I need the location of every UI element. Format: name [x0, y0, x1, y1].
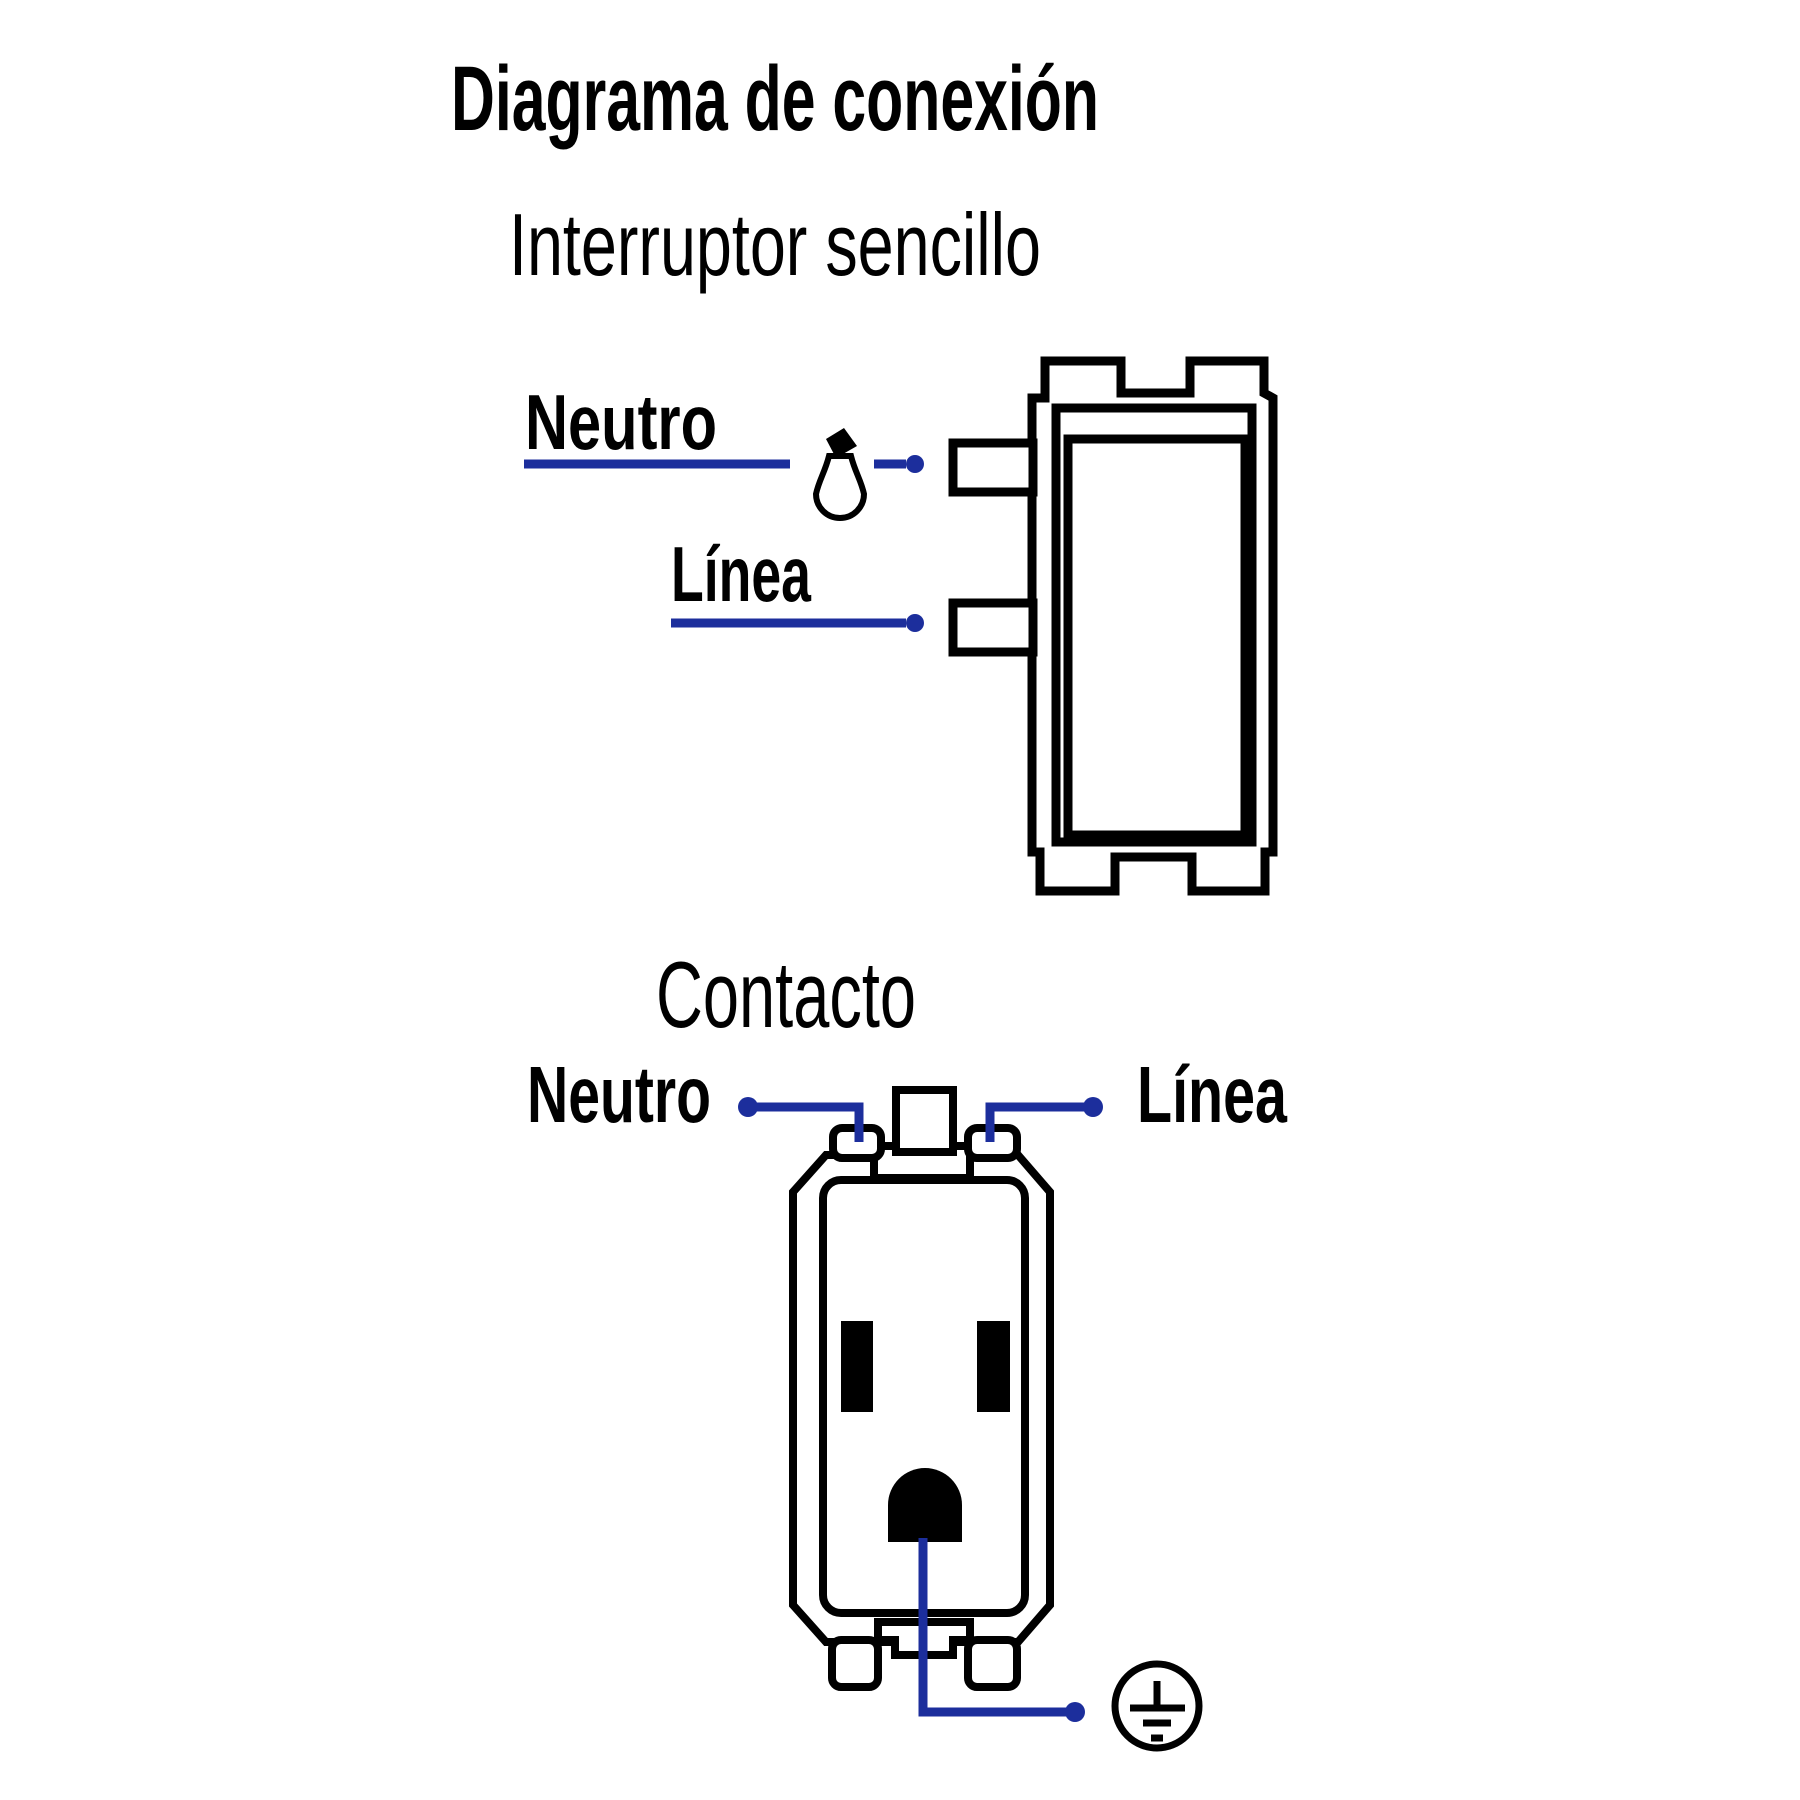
- outlet-line-label: Línea: [1137, 1050, 1287, 1139]
- switch-rocker-frame: [1051, 403, 1257, 847]
- switch-side-view: [948, 356, 1278, 896]
- switch-line-label: Línea: [671, 530, 811, 618]
- wire-connection-dot: [1065, 1702, 1085, 1722]
- outlet-slot-neutral: [841, 1321, 873, 1412]
- outlet-top-tab: [892, 1086, 957, 1156]
- outlet-section-title: Contacto: [656, 942, 916, 1047]
- outlet-ground-hole: [888, 1468, 962, 1542]
- page-title: Diagrama de conexión: [451, 48, 1099, 150]
- outlet-foot-right: [964, 1636, 1021, 1691]
- switch-rocker-button: [1063, 434, 1250, 840]
- ground-symbol-icon: [1111, 1660, 1203, 1752]
- switch-neutral-wire: [524, 455, 924, 473]
- switch-terminal-line: [948, 598, 1038, 657]
- switch-line-wire: [671, 614, 924, 632]
- outlet-neutral-label: Neutro: [527, 1050, 711, 1139]
- outlet-line-wire: [985, 1097, 1103, 1142]
- outlet-neutral-wire: [738, 1097, 864, 1142]
- outlet-foot-left: [828, 1636, 882, 1691]
- switch-terminal-neutral: [948, 438, 1038, 497]
- outlet-slot-line: [977, 1321, 1010, 1412]
- switch-neutral-label: Neutro: [525, 378, 717, 466]
- wire-connection-dot: [906, 614, 924, 632]
- wire-connection-dot: [906, 455, 924, 473]
- switch-outer-body: [1027, 356, 1278, 896]
- outlet-ground-wire: [918, 1538, 1085, 1722]
- light-bulb-icon: [812, 428, 868, 521]
- switch-section-title: Interruptor sencillo: [509, 195, 1041, 294]
